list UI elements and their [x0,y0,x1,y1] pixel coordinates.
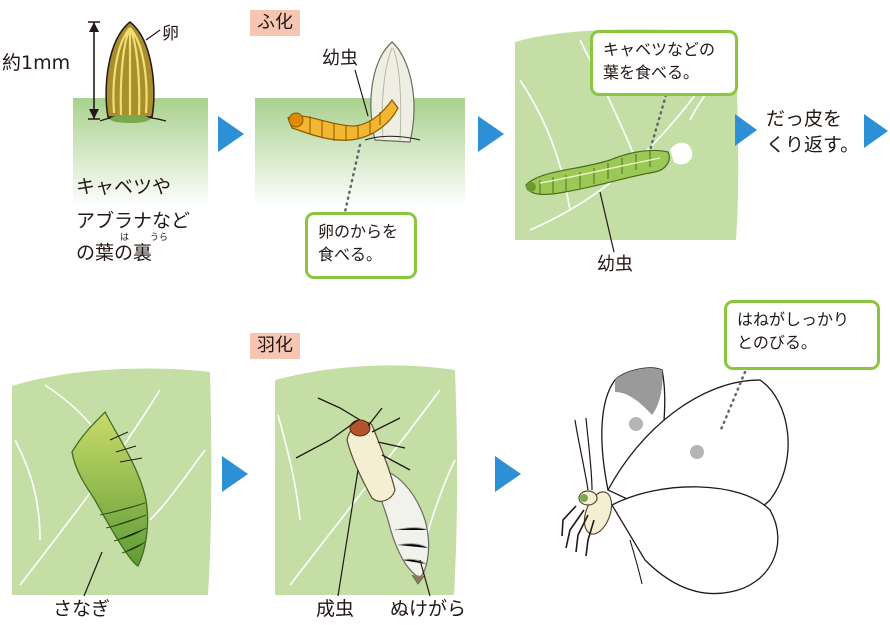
hatch-bubble: 卵のからを 食べる。 [305,212,417,279]
shell-label: ぬけがら [390,598,466,621]
egg-place-line1: キャベツや [76,176,171,199]
butterfly-bubble: はねがしっかり とのびる。 [724,300,880,370]
arrow-right-icon [495,456,521,492]
butterfly-bubble-line2: とのびる。 [737,331,867,354]
egg-label: 卵 [162,24,179,44]
arrow-right-icon [864,114,888,148]
butterfly-icon [562,368,788,594]
feeding-larva-label: 幼虫 [597,254,633,276]
pupa-label: さなぎ [53,598,110,621]
butterfly-bubble-line1: はねがしっかり [737,308,867,331]
adult-label: 成虫 [316,598,354,621]
arrow-right-icon [218,116,244,152]
molt-line2: くり返す。 [766,134,859,157]
ruby-ura: うら [150,234,168,243]
feeding-bubble-line1: キャベツなどの [603,38,725,61]
hatch-bubble-line2: 食べる。 [318,243,404,266]
feeding-bubble-line2: 葉を食べる。 [603,61,725,84]
hatch-bubble-line1: 卵のからを [318,220,404,243]
arrow-right-icon [478,116,504,152]
egg-size-label: 約1mm [2,52,70,75]
egg-place-line2: アブラナなど [76,210,190,233]
molt-line1: だっ皮を [766,108,842,131]
hatch-larva-label: 幼虫 [322,48,358,70]
egg-place-line3: の葉の裏 [76,242,152,265]
hatch-leaf-panel [255,98,465,208]
arrow-right-icon [735,114,757,146]
arrow-right-icon [222,456,248,492]
eclosion-tag: 羽化 [250,333,300,359]
hatch-tag: ふ化 [250,10,300,36]
feeding-bubble: キャベツなどの 葉を食べる。 [590,30,738,96]
